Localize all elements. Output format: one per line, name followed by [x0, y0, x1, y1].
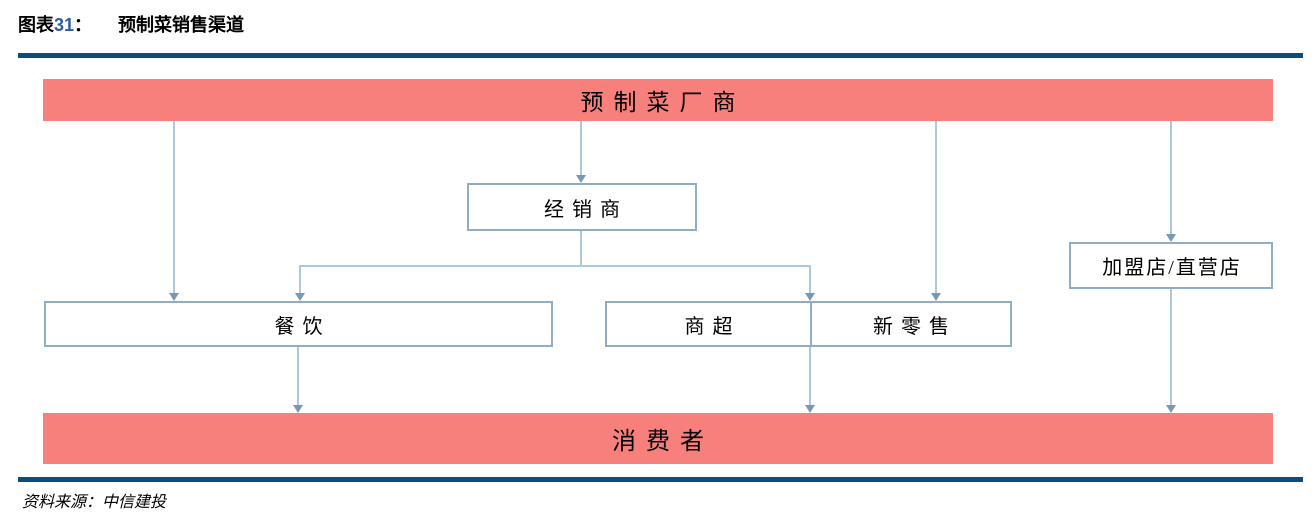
figure-tag-colon: ： [74, 15, 93, 35]
arrowhead-stores-to-consumer [1166, 405, 1176, 413]
top-divider-rule [18, 53, 1303, 58]
factory-bar-label: 预制菜厂商 [580, 90, 746, 115]
line-branch-to-catering [299, 265, 301, 293]
node-catering: 餐饮 [44, 301, 553, 347]
node-distributor-label: 经销商 [544, 198, 628, 221]
line-distributor-branch [299, 265, 811, 267]
node-supermarket-label: 商超 [684, 315, 741, 338]
arrowhead-factory-to-stores [1166, 234, 1176, 242]
consumer-bar-label: 消费者 [612, 429, 714, 455]
node-new-retail-label: 新零售 [873, 315, 957, 338]
line-branch-to-supermarket [809, 265, 811, 293]
line-factory-to-distributor [580, 121, 582, 175]
node-distributor: 经销商 [467, 183, 697, 231]
node-franchise-direct-label: 加盟店/直营店 [1102, 257, 1242, 279]
line-factory-to-stores [1170, 121, 1172, 234]
line-catering-to-consumer [297, 347, 299, 405]
line-supermarket-to-consumer [809, 347, 811, 405]
line-factory-to-new-retail [935, 121, 937, 293]
line-stores-to-consumer [1170, 289, 1172, 405]
arrowhead-catering-to-consumer [293, 405, 303, 413]
line-distributor-riser [580, 231, 582, 267]
node-supermarket: 商超 [605, 301, 812, 347]
node-catering-label: 餐饮 [274, 315, 331, 338]
arrowhead-factory-to-catering [169, 293, 179, 301]
node-new-retail: 新零售 [810, 301, 1012, 347]
figure-title: 图表31： 预制菜销售渠道 [18, 11, 244, 35]
line-factory-to-catering [173, 121, 175, 293]
factory-bar: 预制菜厂商 [43, 79, 1273, 121]
node-franchise-direct: 加盟店/直营店 [1069, 242, 1273, 289]
arrowhead-branch-to-catering [295, 293, 305, 301]
bottom-divider-rule [18, 477, 1303, 482]
arrowhead-branch-to-supermarket [805, 293, 815, 301]
source-note: 资料来源：中信建投 [22, 494, 167, 511]
figure-tag-prefix: 图表 [18, 15, 54, 35]
arrowhead-factory-to-new-retail [931, 293, 941, 301]
consumer-bar: 消费者 [43, 413, 1273, 464]
figure-name: 预制菜销售渠道 [118, 15, 245, 35]
arrowhead-factory-to-distributor [576, 175, 586, 183]
figure-tag-number: 31 [54, 15, 75, 35]
arrowhead-supermarket-to-consumer [805, 405, 815, 413]
